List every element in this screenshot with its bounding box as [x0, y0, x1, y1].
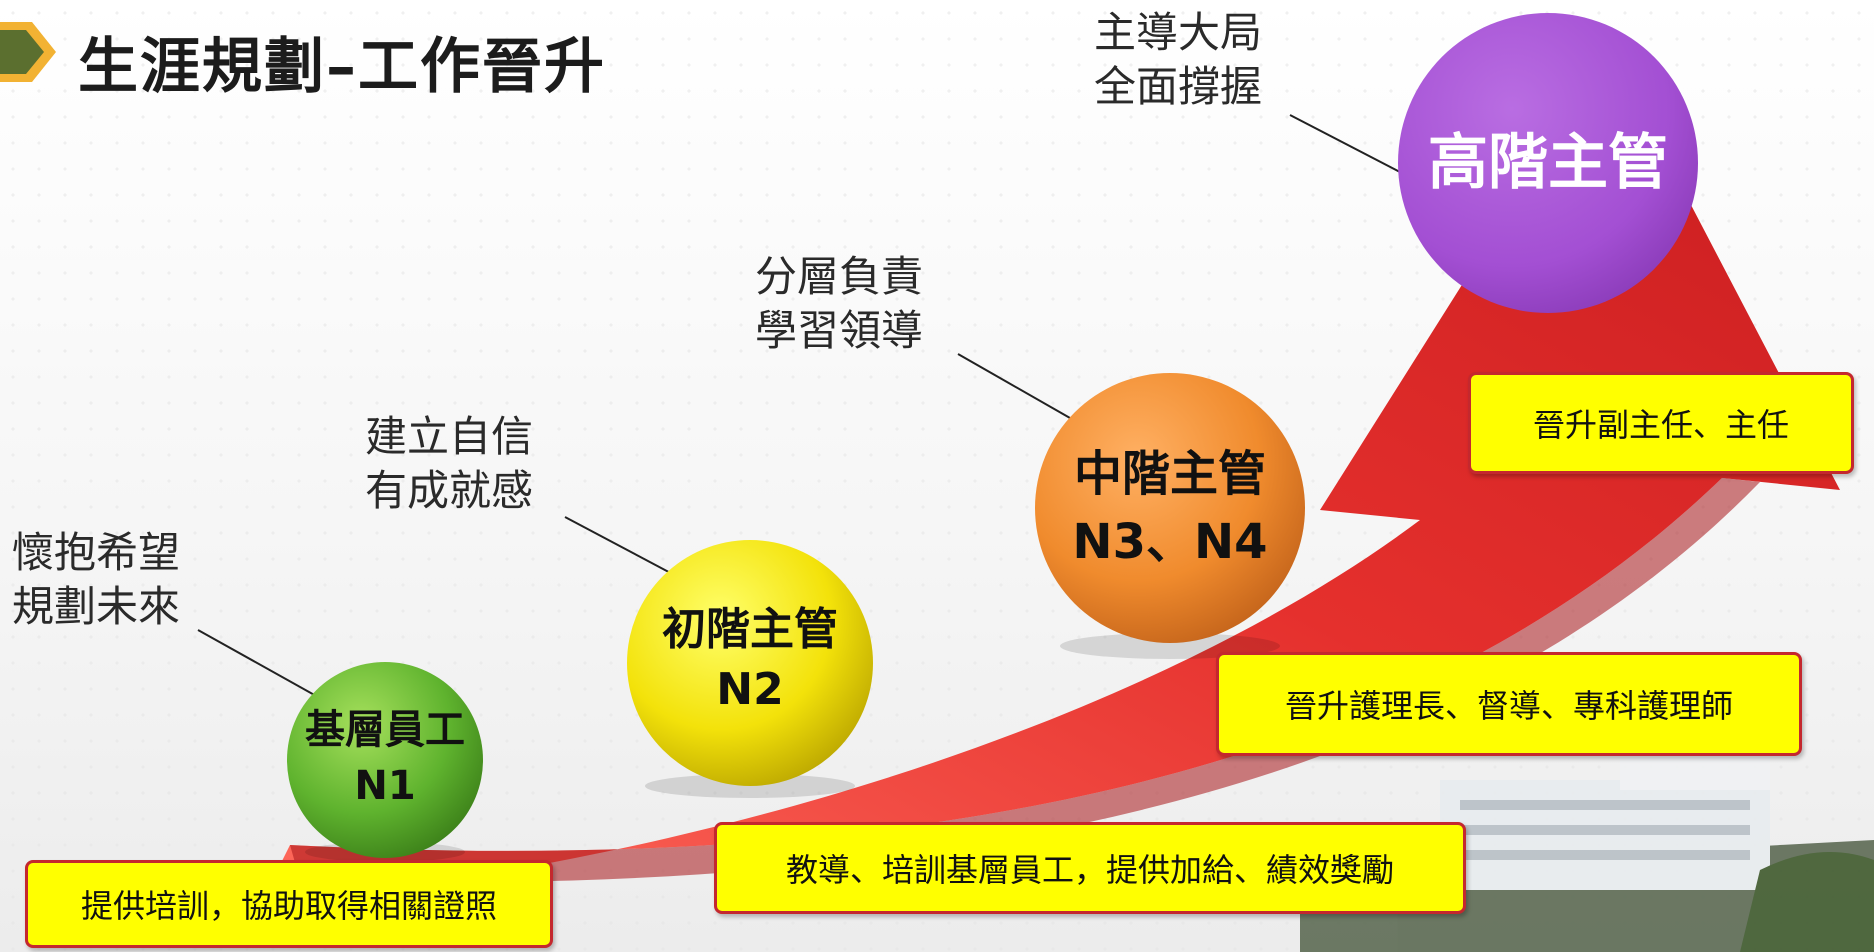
page-title: 生涯規劃–工作晉升: [78, 32, 606, 102]
benefit-box-senior: 晉升副主任、主任: [1468, 372, 1854, 474]
level-name-n2: 初階主管: [662, 604, 838, 655]
leader-line-n1: [197, 629, 319, 698]
level-circle-n1: [287, 662, 483, 858]
level-circle-senior: [1398, 13, 1698, 313]
level-circle-n3: [1035, 373, 1305, 643]
motto-n1: 懷抱希望 規劃未來: [12, 526, 180, 634]
motto-n3-line-2: 學習領導: [755, 306, 924, 355]
benefit-box-n2: 教導、培訓基層員工，提供加給、績效獎勵: [714, 822, 1466, 914]
level-code-n2: N2: [716, 664, 784, 715]
motto-n1-line-1: 懷抱希望: [12, 528, 181, 577]
motto-senior-line-2: 全面撐握: [1094, 62, 1263, 111]
level-circle-n2: [627, 540, 873, 786]
level-label-n3: 中階主管 N3、N4: [1035, 440, 1305, 576]
level-code-n3: N3、N4: [1072, 514, 1268, 570]
building-illustration: [1300, 740, 1874, 952]
level-label-senior: 高階主管: [1398, 126, 1698, 200]
motto-n1-line-2: 規劃未來: [12, 582, 181, 631]
leader-line-n2: [564, 516, 681, 579]
motto-n2-line-1: 建立自信: [365, 412, 534, 461]
motto-senior-line-1: 主導大局: [1094, 8, 1263, 57]
motto-n3-line-1: 分層負責: [755, 252, 924, 301]
leader-line-senior: [1289, 114, 1401, 173]
growth-arrow: [260, 50, 1840, 905]
level-code-n1: N1: [354, 763, 416, 809]
motto-n2-line-2: 有成就感: [365, 466, 534, 515]
title-chevron-edge: [0, 30, 44, 74]
motto-n2: 建立自信 有成就感: [365, 410, 533, 518]
level-name-n1: 基層員工: [305, 707, 465, 753]
motto-senior: 主導大局 全面撐握: [1094, 6, 1262, 114]
level-label-n2: 初階主管 N2: [627, 600, 873, 720]
level-label-n1: 基層員工 N1: [287, 702, 483, 814]
level-name-senior: 高階主管: [1428, 128, 1668, 198]
leader-line-n3: [957, 353, 1071, 419]
motto-n3: 分層負責 學習領導: [755, 250, 923, 358]
benefit-box-n3: 晉升護理長、督導、專科護理師: [1216, 652, 1802, 756]
level-name-n3: 中階主管: [1073, 446, 1266, 502]
benefit-box-n1: 提供培訓，協助取得相關證照: [25, 860, 553, 948]
